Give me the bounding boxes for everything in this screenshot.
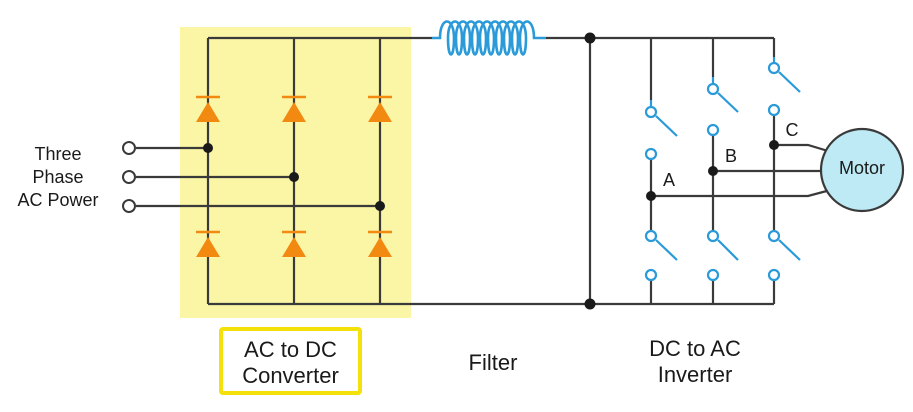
diodes — [196, 95, 392, 257]
converter-label: AC to DC Converter — [219, 327, 362, 395]
junction-phase-c — [769, 140, 779, 150]
diode-upper-2 — [282, 95, 306, 122]
motor-label: Motor — [838, 158, 885, 178]
inverter-label-line-2: Inverter — [657, 362, 733, 387]
junction-input-3 — [375, 201, 385, 211]
filter-label: Filter — [468, 350, 518, 375]
diode-lower-2 — [282, 230, 306, 257]
input-label: Three Phase AC Power — [4, 143, 112, 212]
input-terminal-1 — [122, 141, 136, 155]
input-label-line-1: Three — [34, 144, 82, 164]
filter-inductor — [432, 20, 546, 56]
switch-b-lower — [706, 229, 739, 282]
inverter-switches — [644, 57, 801, 282]
phase-label-c: C — [785, 120, 799, 140]
switch-b-upper — [706, 77, 739, 137]
motor-circle — [819, 127, 905, 213]
phase-label-b: B — [724, 146, 737, 166]
diode-lower-3 — [368, 230, 392, 257]
switch-a-lower — [644, 229, 678, 282]
input-label-line-3: AC Power — [17, 190, 99, 210]
diode-lower-1 — [196, 230, 220, 257]
switch-a-upper — [644, 100, 678, 161]
junction-phase-a — [646, 191, 656, 201]
input-label-line-2: Phase — [32, 167, 84, 187]
junction-filter-bottom — [584, 298, 596, 310]
junction-input-2 — [289, 172, 299, 182]
switch-c-lower — [767, 229, 801, 282]
input-terminal-2 — [122, 170, 136, 184]
switch-c-upper — [767, 57, 801, 117]
converter-label-line-2: Converter — [242, 363, 339, 388]
junction-dots — [203, 32, 779, 310]
inverter-label-line-1: DC to AC — [649, 336, 741, 361]
diode-upper-1 — [196, 95, 220, 122]
junction-filter-top — [584, 32, 596, 44]
phase-label-a: A — [662, 170, 675, 190]
junction-phase-b — [708, 166, 718, 176]
diode-upper-3 — [368, 95, 392, 122]
converter-label-line-1: AC to DC — [244, 337, 337, 362]
junction-input-1 — [203, 143, 213, 153]
input-terminal-3 — [122, 199, 136, 213]
inverter-label: DC to AC Inverter — [620, 336, 770, 388]
input-terminals — [122, 141, 136, 213]
